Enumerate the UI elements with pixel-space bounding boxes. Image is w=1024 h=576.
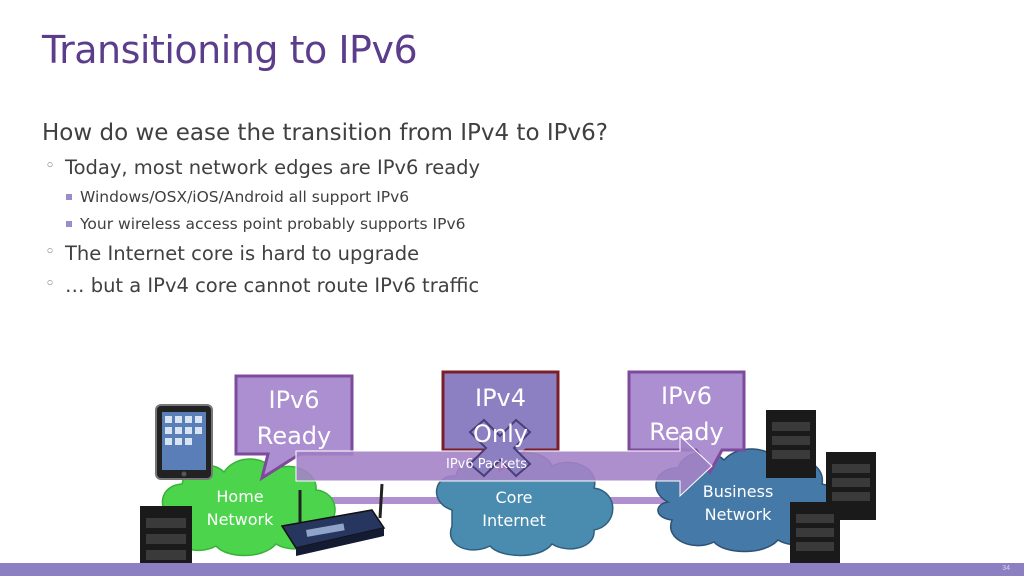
home-network-label: Home Network bbox=[190, 485, 290, 531]
wireless-router-icon bbox=[280, 483, 386, 556]
bullet-ipv4-core: … but a IPv4 core cannot route IPv6 traf… bbox=[42, 274, 762, 297]
ipv6-packets-arrow bbox=[295, 434, 713, 498]
bullet-list: How do we ease the transition from IPv4 … bbox=[42, 120, 762, 306]
server-icon bbox=[790, 502, 840, 570]
bullet-edges-ready: Today, most network edges are IPv6 ready bbox=[42, 156, 762, 179]
bullet-wireless-ap: Your wireless access point probably supp… bbox=[42, 215, 762, 233]
server-icon bbox=[766, 410, 816, 478]
home-line1: Home bbox=[216, 487, 264, 506]
callout-right bbox=[627, 370, 746, 475]
core-internet-label: Core Internet bbox=[464, 486, 564, 532]
bullet-core-hard: The Internet core is hard to upgrade bbox=[42, 242, 762, 265]
callout-left-text: IPv6 Ready bbox=[236, 382, 352, 454]
page-number: 34 bbox=[1002, 565, 1010, 572]
core-line1: Core bbox=[495, 488, 533, 507]
callout-center-text: IPv4 Only bbox=[443, 380, 558, 452]
business-network-label: Business Network bbox=[688, 480, 788, 526]
network-diagram: IPv6 Ready IPv4 Only IPv6 Ready IPv6 Pac… bbox=[0, 360, 1024, 576]
network-links bbox=[320, 497, 670, 504]
callout-right-text: IPv6 Ready bbox=[629, 378, 744, 450]
bullet-os-support: Windows/OSX/iOS/Android all support IPv6 bbox=[42, 188, 762, 206]
tablet-icon bbox=[155, 404, 213, 480]
slide-title: Transitioning to IPv6 bbox=[42, 28, 418, 72]
callout-center-line2: Only bbox=[473, 420, 528, 448]
core-line2: Internet bbox=[482, 511, 546, 530]
blocked-x-icon bbox=[468, 418, 532, 478]
callout-right-line2: Ready bbox=[649, 418, 724, 446]
callout-right-line1: IPv6 bbox=[660, 382, 713, 410]
callout-center-line1: IPv4 bbox=[474, 384, 527, 412]
business-line2: Network bbox=[704, 505, 772, 524]
footer-bar bbox=[0, 563, 1024, 576]
business-line1: Business bbox=[702, 482, 774, 501]
callout-left-line2: Ready bbox=[256, 422, 332, 450]
arrow-label: IPv6 Packets bbox=[446, 457, 528, 472]
callout-left-line1: IPv6 bbox=[268, 386, 320, 414]
home-line2: Network bbox=[206, 510, 274, 529]
bullet-main: How do we ease the transition from IPv4 … bbox=[42, 120, 608, 146]
